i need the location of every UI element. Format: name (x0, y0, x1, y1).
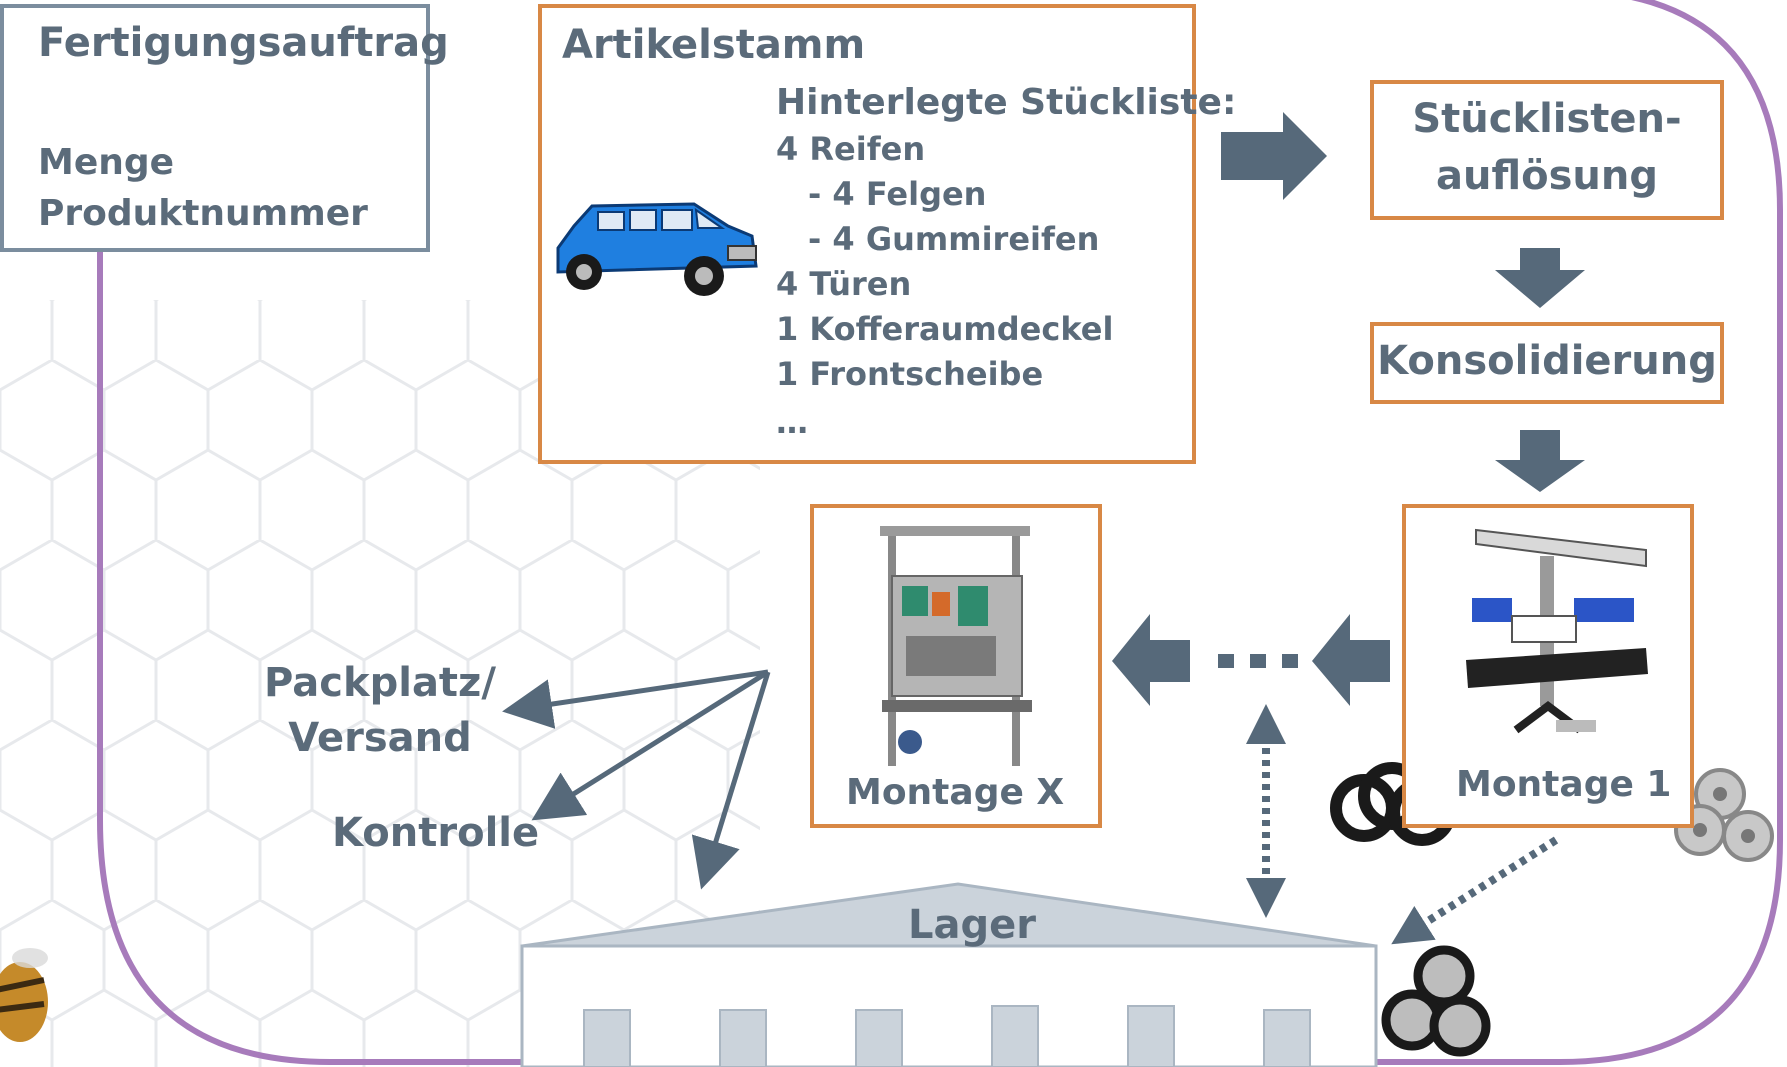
kontrolle-label: Kontrolle (332, 810, 540, 856)
montage1-label: Montage 1 (1456, 764, 1672, 805)
fertigungsauftrag-box (0, 4, 430, 252)
arrow-right-icon (1221, 112, 1327, 200)
stuecklisten-line1: Stücklisten- (1412, 96, 1682, 142)
stuecklistenaufloesung-box (1370, 80, 1724, 220)
arrow-left-icon-1 (1312, 614, 1390, 706)
dotted-diagonal-arrow (1391, 836, 1559, 945)
stueckliste-item: 4 Türen (776, 265, 912, 303)
lager-label: Lager (908, 902, 1036, 948)
stueckliste-item: 4 Reifen (776, 130, 926, 168)
stueckliste-item: - 4 Gummireifen (808, 220, 1100, 258)
dot-3 (1282, 654, 1298, 668)
arrow-to-kontrolle (531, 669, 770, 821)
stueckliste-heading: Hinterlegte Stückliste: (776, 82, 1237, 123)
montageX-label: Montage X (846, 772, 1065, 813)
stueckliste-item: - 4 Felgen (808, 175, 987, 213)
arrow-down-icon-1 (1495, 248, 1585, 308)
konsolidierung-box (1370, 322, 1724, 404)
arrow-left-icon-2 (1112, 614, 1190, 706)
stueckliste-item: 1 Frontscheibe (776, 355, 1044, 393)
stueckliste-item: … (776, 403, 808, 441)
arrow-to-packplatz (502, 669, 769, 729)
process-frame (97, 0, 1783, 1065)
assembly-station-icon-1 (1466, 528, 1648, 734)
stuecklisten-line2: auflösung (1436, 153, 1658, 199)
dot-2 (1250, 654, 1266, 668)
packplatz-label-line1: Packplatz/ (264, 660, 496, 706)
fertigungsauftrag-menge: Menge (38, 142, 175, 183)
stueckliste-item: 1 Kofferaumdeckel (776, 310, 1114, 348)
fertigungsauftrag-title: Fertigungsauftrag (38, 20, 449, 66)
lager-building (520, 882, 1378, 1067)
artikelstamm-title: Artikelstamm (562, 22, 866, 68)
arrow-down-icon-2 (1495, 430, 1585, 492)
packplatz-label-line2: Versand (288, 715, 472, 761)
car-icon (556, 202, 758, 296)
fertigungsauftrag-produktnummer: Produktnummer (38, 193, 368, 234)
dot-1 (1218, 654, 1234, 668)
bee-logo-icon (0, 948, 48, 1042)
arrow-to-lager (691, 671, 771, 890)
assembly-station-icon-x (880, 526, 1032, 766)
konsolidierung-label: Konsolidierung (1377, 338, 1717, 384)
wheels-icon-2 (1381, 945, 1491, 1057)
